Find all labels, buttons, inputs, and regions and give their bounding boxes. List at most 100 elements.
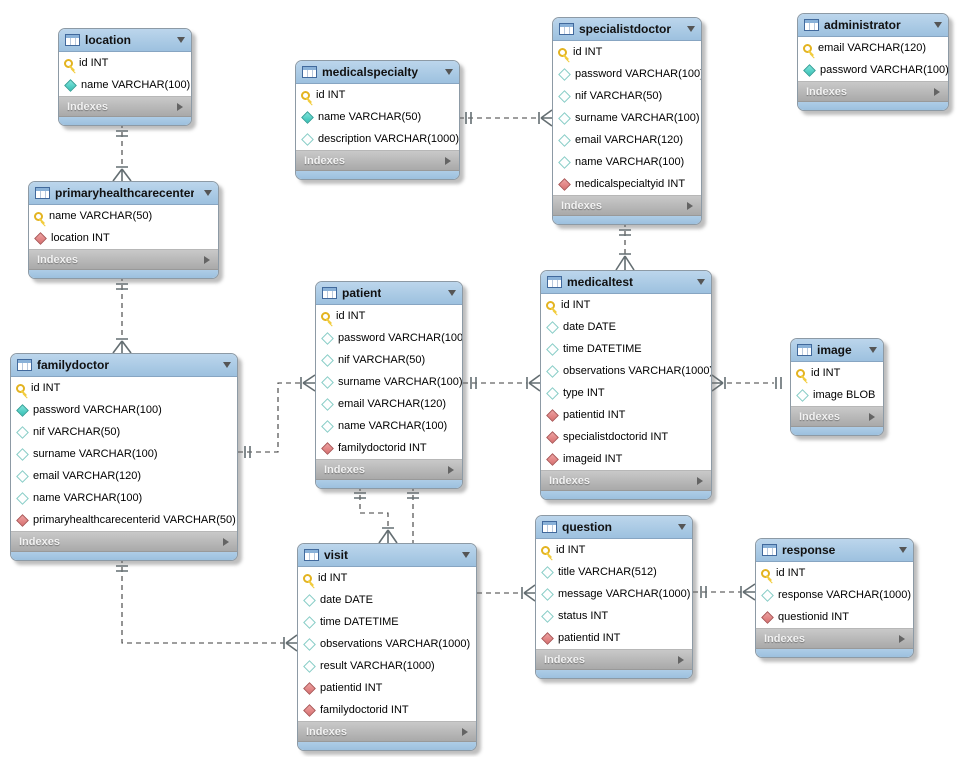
- column-text: email VARCHAR(120): [818, 42, 926, 54]
- primary-key-icon: [303, 573, 312, 583]
- nullable-diamond-icon: [558, 133, 571, 147]
- expand-icon[interactable]: [223, 537, 229, 546]
- indexes-bar[interactable]: Indexes: [29, 249, 218, 270]
- column-text: password VARCHAR(100): [820, 64, 949, 76]
- column-text: result VARCHAR(1000): [320, 660, 435, 672]
- collapse-icon[interactable]: [697, 279, 705, 285]
- column-row: medicalspecialtyid INT: [553, 173, 701, 195]
- expand-icon[interactable]: [204, 255, 210, 264]
- foreign-key-diamond-icon: [546, 408, 559, 422]
- table-header[interactable]: patient: [316, 282, 462, 305]
- rel-question-response[interactable]: [693, 583, 756, 601]
- column-text: image BLOB: [813, 389, 876, 401]
- rel-medicalspecialty-specialistdoctor[interactable]: [459, 109, 553, 127]
- column-row: specialistdoctorid INT: [541, 426, 711, 448]
- collapse-icon[interactable]: [934, 22, 942, 28]
- table-header[interactable]: familydoctor: [11, 354, 237, 377]
- indexes-bar[interactable]: Indexes: [536, 649, 692, 670]
- indexes-bar[interactable]: Indexes: [756, 628, 913, 649]
- expand-icon[interactable]: [697, 476, 703, 485]
- column-row: date DATE: [541, 316, 711, 338]
- table-header[interactable]: primaryhealthcarecenter: [29, 182, 218, 205]
- table-footer: [11, 552, 237, 560]
- rel-familydoctor-patient[interactable]: [238, 374, 316, 458]
- table-header[interactable]: location: [59, 29, 191, 52]
- table-footer: [29, 270, 218, 278]
- table-icon: [762, 544, 777, 556]
- column-text: surname VARCHAR(100): [338, 376, 463, 388]
- table-header[interactable]: response: [756, 539, 913, 562]
- rel-patient-visit[interactable]: [354, 486, 398, 544]
- table-administrator[interactable]: administrator email VARCHAR(120) password …: [797, 13, 949, 111]
- expand-icon[interactable]: [687, 201, 693, 210]
- table-header[interactable]: administrator: [798, 14, 948, 37]
- indexes-bar[interactable]: Indexes: [298, 721, 476, 742]
- indexes-bar[interactable]: Indexes: [316, 459, 462, 480]
- column-row: id INT: [553, 41, 701, 63]
- rel-primaryhealthcarecenter-familydoctor[interactable]: [112, 276, 132, 354]
- collapse-icon[interactable]: [678, 524, 686, 530]
- table-header[interactable]: medicaltest: [541, 271, 711, 294]
- table-header[interactable]: specialistdoctor: [553, 18, 701, 41]
- column-row: surname VARCHAR(100): [316, 371, 462, 393]
- collapse-icon[interactable]: [687, 26, 695, 32]
- rel-familydoctor-visit[interactable]: [116, 558, 298, 652]
- table-header[interactable]: image: [791, 339, 883, 362]
- rel-specialistdoctor-medicaltest[interactable]: [615, 222, 635, 271]
- collapse-icon[interactable]: [869, 347, 877, 353]
- nullable-diamond-icon: [541, 587, 554, 601]
- expand-icon[interactable]: [678, 655, 684, 664]
- indexes-bar[interactable]: Indexes: [11, 531, 237, 552]
- column-text: name VARCHAR(50): [318, 111, 422, 123]
- expand-icon[interactable]: [934, 87, 940, 96]
- indexes-label: Indexes: [19, 535, 60, 548]
- table-title: question: [562, 520, 612, 534]
- table-footer: [756, 649, 913, 657]
- indexes-bar[interactable]: Indexes: [553, 195, 701, 216]
- indexes-bar[interactable]: Indexes: [798, 81, 948, 102]
- column-text: id INT: [318, 572, 348, 584]
- collapse-icon[interactable]: [204, 190, 212, 196]
- collapse-icon[interactable]: [445, 69, 453, 75]
- collapse-icon[interactable]: [223, 362, 231, 368]
- expand-icon[interactable]: [448, 465, 454, 474]
- column-row: nif VARCHAR(50): [553, 85, 701, 107]
- column-row: name VARCHAR(50): [296, 106, 459, 128]
- rel-patient-medicaltest[interactable]: [463, 374, 541, 392]
- collapse-icon[interactable]: [899, 547, 907, 553]
- indexes-bar[interactable]: Indexes: [296, 150, 459, 171]
- rel-location-primaryhealthcarecenter[interactable]: [112, 123, 132, 182]
- indexes-bar[interactable]: Indexes: [791, 406, 883, 427]
- table-header[interactable]: medicalspecialty: [296, 61, 459, 84]
- table-header[interactable]: visit: [298, 544, 476, 567]
- table-header[interactable]: question: [536, 516, 692, 539]
- expand-icon[interactable]: [445, 156, 451, 165]
- table-icon: [17, 359, 32, 371]
- expand-icon[interactable]: [462, 727, 468, 736]
- indexes-bar[interactable]: Indexes: [59, 96, 191, 117]
- expand-icon[interactable]: [177, 102, 183, 111]
- collapse-icon[interactable]: [448, 290, 456, 296]
- column-row: nif VARCHAR(50): [11, 421, 237, 443]
- expand-icon[interactable]: [899, 634, 905, 643]
- collapse-icon[interactable]: [177, 37, 185, 43]
- column-row: surname VARCHAR(100): [11, 443, 237, 465]
- rel-medicaltest-image[interactable]: [711, 374, 782, 392]
- column-text: response VARCHAR(1000): [778, 589, 912, 601]
- nullable-diamond-icon: [541, 565, 554, 579]
- collapse-icon[interactable]: [462, 552, 470, 558]
- indexes-bar[interactable]: Indexes: [541, 470, 711, 491]
- expand-icon[interactable]: [869, 412, 875, 421]
